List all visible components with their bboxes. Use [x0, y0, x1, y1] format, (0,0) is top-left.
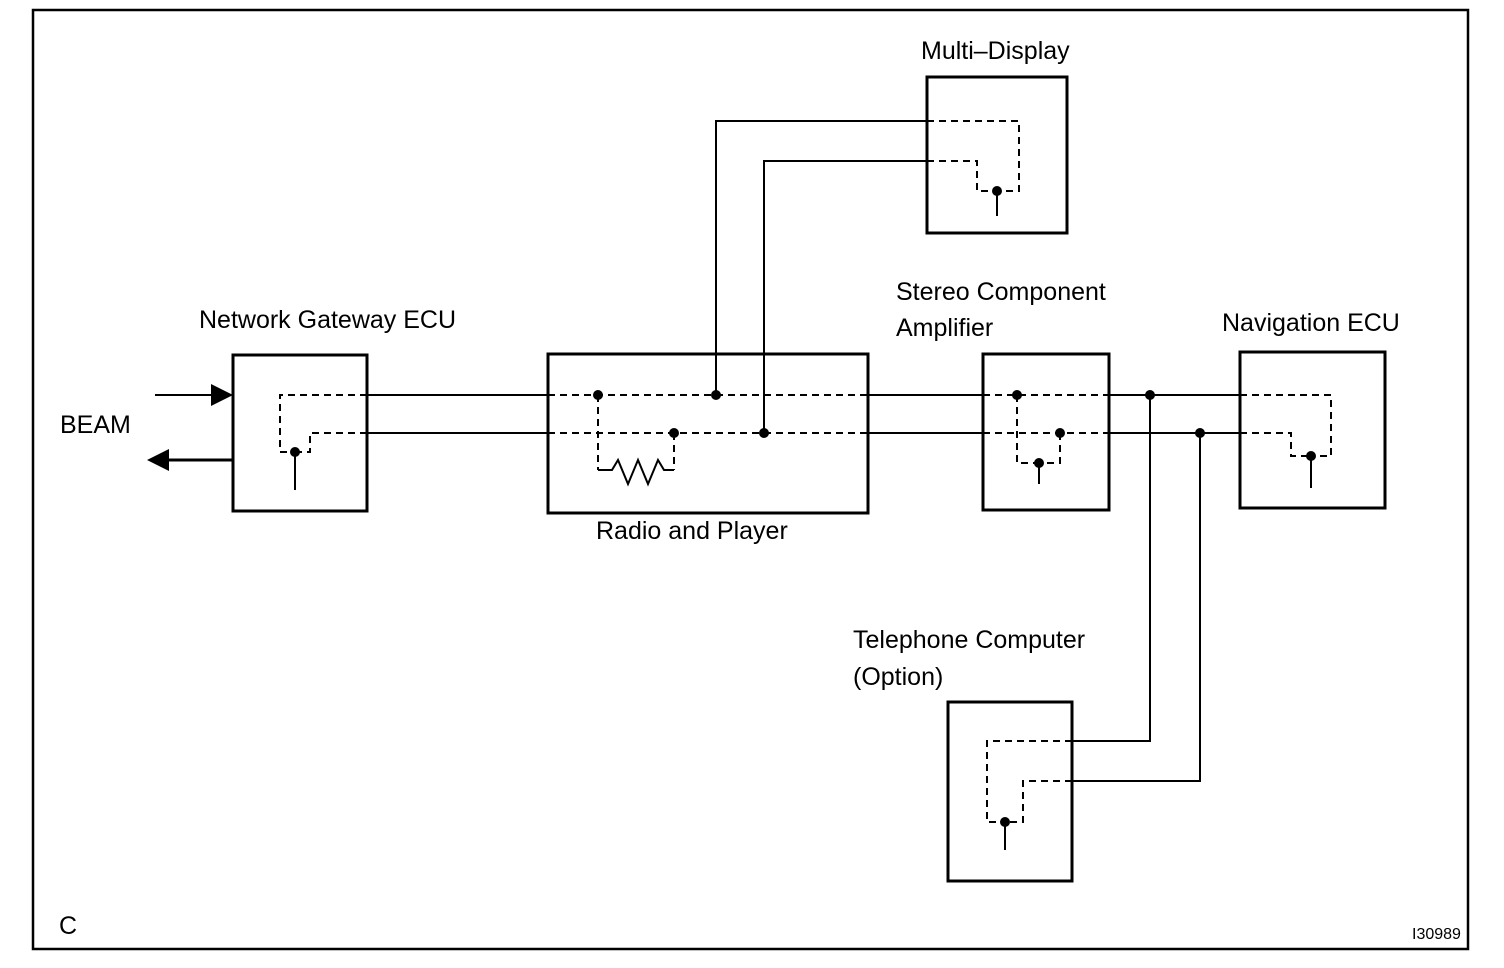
radio-terminating-resistor — [598, 457, 674, 487]
junction-dot — [1145, 390, 1155, 400]
junction-dot — [1034, 458, 1044, 468]
junction-dot — [1055, 428, 1065, 438]
beam-label: BEAM — [60, 411, 131, 439]
junction-dot — [290, 447, 300, 457]
radio-player-label: Radio and Player — [596, 517, 788, 545]
multi-display-internal-dashed — [927, 120, 1020, 192]
network-gateway-ecu-box — [231, 353, 369, 513]
network-gateway-ecu-label: Network Gateway ECU — [199, 306, 457, 334]
stereo-component-label: Stereo Component — [896, 278, 1106, 306]
telephone-wire-1 — [1072, 395, 1151, 742]
navigation-internal-dashed — [1240, 432, 1311, 457]
telephone-option-label: (Option) — [853, 663, 944, 691]
telephone-computer-box — [946, 700, 1074, 883]
junction-dot — [1000, 817, 1010, 827]
junction-dot — [1195, 428, 1205, 438]
multi-display-label: Multi–Display — [921, 37, 1070, 65]
junction-dot — [1306, 451, 1316, 461]
beam-out-arrowhead — [147, 449, 169, 471]
telephone-internal-dashed — [1005, 780, 1072, 823]
multi-display-box — [925, 75, 1069, 235]
multi-display-wire-1 — [715, 120, 927, 395]
multi-display-wire-2 — [763, 160, 927, 433]
figure-code-label: I30989 — [1412, 926, 1461, 943]
junction-dot — [593, 390, 603, 400]
gateway-internal-dashed — [295, 432, 367, 453]
corner-letter-label: C — [59, 912, 78, 940]
junction-dot — [669, 428, 679, 438]
junction-dot — [759, 428, 769, 438]
beam-in-arrowhead — [211, 384, 233, 406]
navigation-ecu-box — [1238, 350, 1387, 510]
gateway-internal-dashed — [279, 394, 367, 453]
amplifier-internal-dashed — [1039, 433, 1061, 464]
navigation-internal-dashed — [1240, 394, 1332, 457]
junction-dot — [992, 186, 1002, 196]
amplifier-label: Amplifier — [896, 314, 994, 342]
telephone-internal-dashed — [986, 740, 1072, 823]
junction-dot — [1012, 390, 1022, 400]
outer-frame — [31, 8, 1470, 951]
junction-dot — [711, 390, 721, 400]
multi-display-internal-dashed — [927, 160, 997, 192]
amplifier-internal-dashed — [1016, 395, 1039, 464]
telephone-wire-2 — [1072, 433, 1201, 782]
telephone-computer-label: Telephone Computer — [853, 626, 1086, 654]
navigation-ecu-label: Navigation ECU — [1222, 309, 1400, 337]
